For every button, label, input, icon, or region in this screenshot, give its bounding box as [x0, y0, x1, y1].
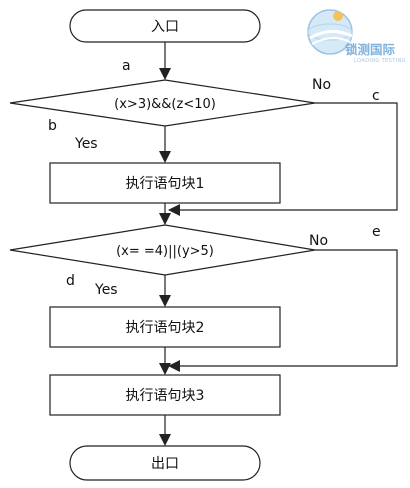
start-label: 入口: [151, 19, 179, 35]
flow-line-cond1-no-bypass: [180, 102, 398, 211]
arrowhead: [159, 151, 171, 163]
cond1-yes-label: Yes: [74, 136, 98, 152]
arrowhead: [168, 204, 180, 216]
condition-1-text: (x>3)&&(z<10): [114, 97, 216, 112]
path-label-a: a: [122, 58, 131, 74]
path-label-d: d: [66, 273, 75, 289]
arrowhead: [159, 213, 171, 225]
process-block-2-label: 执行语句块2: [126, 320, 205, 336]
condition-2-text: (x= =4)||(y>5): [116, 244, 214, 259]
arrowhead: [159, 434, 171, 446]
flow-line-cond2-no-bypass: [180, 249, 398, 367]
process-block-1: [49, 162, 281, 204]
company-logo: 锁测国际 LOADING TESTING: [307, 9, 406, 64]
globe-icon: [307, 9, 353, 55]
end-label: 出口: [151, 456, 179, 472]
cond1-no-label: No: [312, 77, 331, 93]
arrowhead: [159, 68, 171, 80]
logo-name-en: LOADING TESTING: [354, 58, 406, 64]
end-terminal: [69, 445, 261, 481]
logo-name-cn: 锁测国际: [345, 42, 396, 57]
arrowhead: [159, 363, 171, 375]
cond2-yes-label: Yes: [94, 282, 118, 298]
process-block-1-label: 执行语句块1: [126, 176, 205, 192]
path-label-b: b: [48, 118, 57, 134]
path-label-e: e: [372, 224, 381, 240]
arrowhead: [159, 295, 171, 307]
path-label-c: c: [372, 88, 380, 104]
arrowhead: [168, 360, 180, 372]
cond2-no-label: No: [309, 233, 328, 249]
process-block-3-label: 执行语句块3: [126, 388, 205, 404]
process-block-3: [49, 374, 281, 416]
